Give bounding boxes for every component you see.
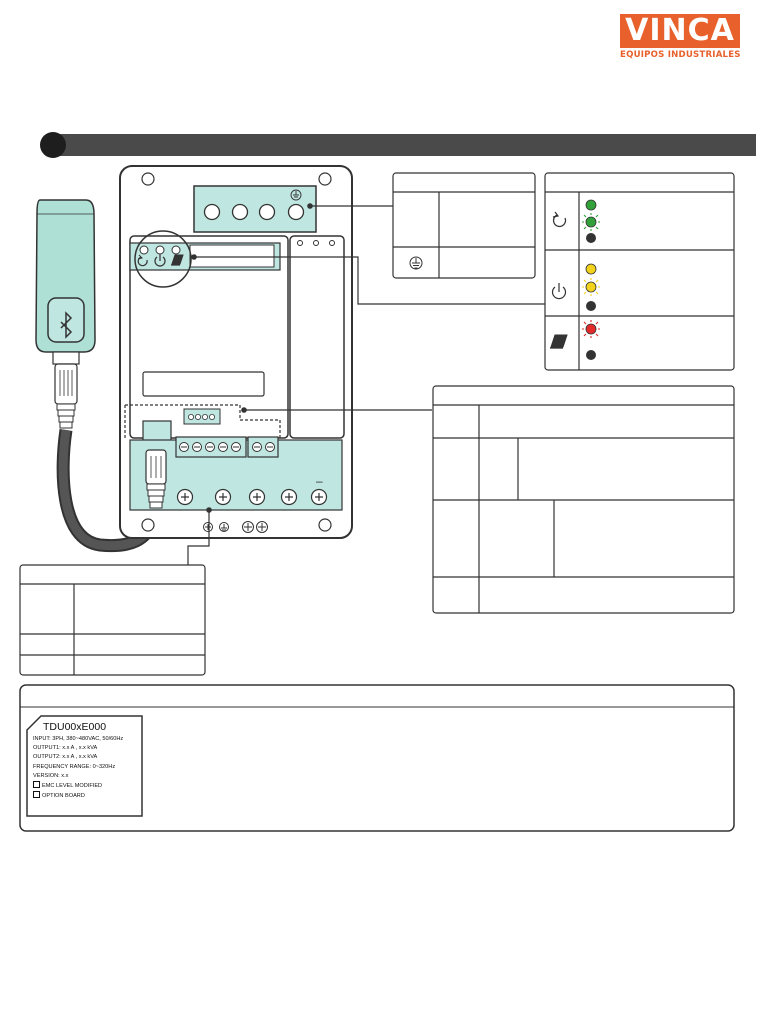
led-yellow-blinking xyxy=(582,278,600,296)
power-icon xyxy=(154,254,166,267)
drive-body: – xyxy=(119,165,353,539)
ground-icon xyxy=(409,256,423,270)
terminal-screw xyxy=(231,203,249,221)
ground-terminal-table xyxy=(19,564,206,676)
section-number-badge xyxy=(40,132,66,158)
callout-lines xyxy=(187,203,545,565)
led-off xyxy=(586,301,596,311)
rotate-arrow-icon xyxy=(552,211,567,228)
dc-minus-mark: – xyxy=(316,474,323,488)
led-red-blinking xyxy=(582,320,600,338)
option-board-checkbox[interactable] xyxy=(33,791,40,799)
side-cover xyxy=(289,235,345,439)
led-off xyxy=(586,350,596,360)
book-icon xyxy=(550,334,568,349)
model-number: TDU00xE000 xyxy=(43,721,107,733)
label-info-section xyxy=(19,684,735,832)
nameplate-specs: INPUT: 3PH, 380~480VAC, 50/60Hz OUTPUT1:… xyxy=(33,735,123,801)
led-yellow-on xyxy=(585,263,597,275)
display-window xyxy=(189,244,275,268)
option-board: OPTION BOARD xyxy=(33,791,123,801)
device-nameplate: TDU00xE000 INPUT: 3PH, 380~480VAC, 50/60… xyxy=(27,716,143,818)
power-terminal-table xyxy=(392,172,536,279)
section-header-bar xyxy=(52,134,756,156)
led-status-table xyxy=(544,172,735,371)
led-off xyxy=(586,233,596,243)
led-callout-circle xyxy=(134,230,192,288)
rotate-arrow-icon xyxy=(137,254,148,267)
relay-terminal-block xyxy=(247,436,279,458)
spec-frequency: FREQUENCY RANGE: 0~320Hz xyxy=(33,763,116,770)
motor-terminal-screws xyxy=(176,488,328,506)
emc-checkbox[interactable] xyxy=(33,781,40,789)
vinca-logo: VINCA EQUIPOS INDUSTRIALES xyxy=(620,14,742,62)
spec-output1: OUTPUT1: x.x A , x.x kVA xyxy=(33,745,98,752)
option-emc-label: EMC LEVEL MODIFIED xyxy=(42,783,103,790)
spec-input: INPUT: 3PH, 380~480VAC, 50/60Hz xyxy=(33,736,124,742)
power-icon xyxy=(551,283,567,300)
section-header xyxy=(40,132,756,158)
ground-icon xyxy=(290,189,302,201)
control-terminal-table xyxy=(432,385,735,614)
rj45-plug-top xyxy=(54,363,78,405)
book-icon xyxy=(171,254,184,266)
option-emc: EMC LEVEL MODIFIED xyxy=(33,781,123,791)
led-green-on xyxy=(585,199,597,211)
bluetooth-icon xyxy=(60,311,73,339)
rj45-socket[interactable] xyxy=(142,420,172,443)
spec-version: VERSION: x.x xyxy=(33,772,69,779)
terminal-screw xyxy=(258,203,276,221)
logo-wordmark: VINCA xyxy=(620,14,740,48)
label-slot xyxy=(142,371,265,397)
ground-screws xyxy=(203,521,268,533)
logo-tagline: EQUIPOS INDUSTRIALES xyxy=(620,50,741,60)
led-green-blinking xyxy=(582,213,600,231)
control-area-outline xyxy=(125,404,281,438)
option-board-label: OPTION BOARD xyxy=(42,793,85,800)
spec-output2: OUTPUT2: x.x A , x.x kVA xyxy=(33,754,98,761)
terminal-screw xyxy=(287,203,305,221)
terminal-screw xyxy=(203,203,221,221)
bluetooth-dongle xyxy=(35,199,96,429)
